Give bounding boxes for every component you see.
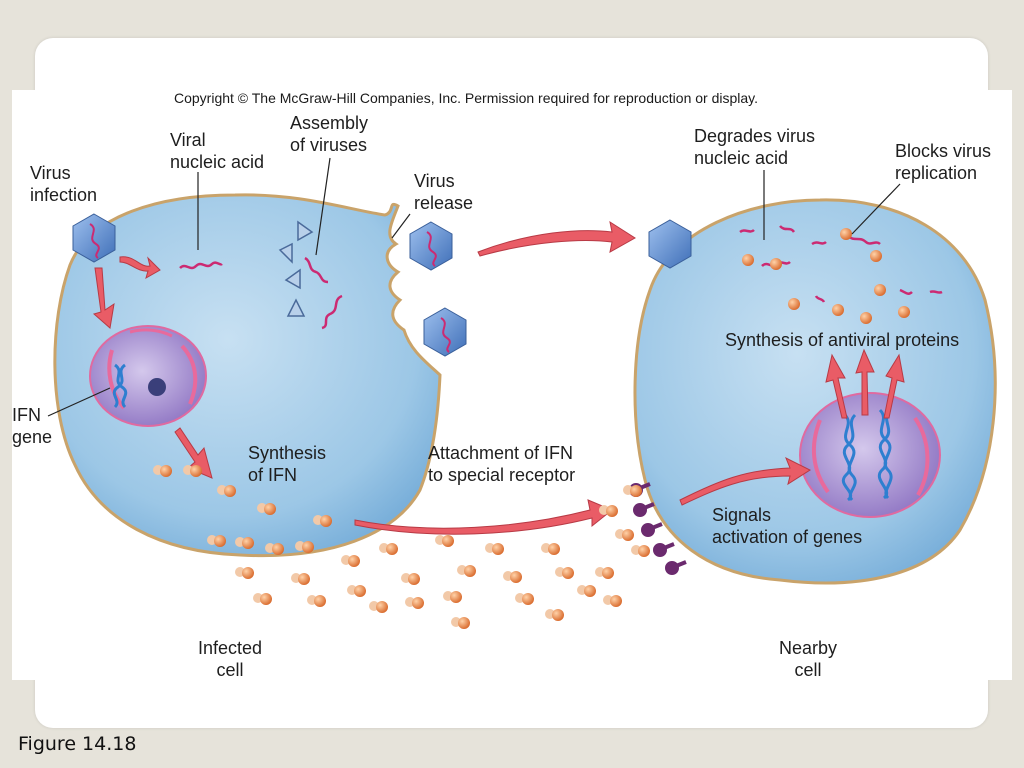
ifn-molecule-icon: [515, 593, 534, 605]
arrow-antiviral-right: [883, 353, 905, 419]
arrow-ifn-to-nearby: [354, 499, 613, 535]
ifn-molecule-icon: [253, 593, 272, 605]
ifn-molecule-icon: [307, 595, 326, 607]
arrow-into-cell: [119, 256, 161, 280]
ifn-molecule-icon: [615, 529, 634, 541]
capsid-assembly-icons: [278, 220, 314, 317]
virus-icon: [72, 213, 116, 263]
arrow-to-nucleus: [92, 267, 115, 329]
figure-caption: Figure 14.18: [18, 733, 137, 755]
ifn-molecule-icon: [313, 515, 332, 527]
ifn-molecule-icon: [457, 565, 476, 577]
ifn-molecule-icon: [435, 535, 454, 547]
nearby-nucleus: [799, 392, 941, 518]
ifn-molecule-icon: [545, 609, 564, 621]
ifn-molecule-icon: [401, 573, 420, 585]
ifn-molecule-icon: [555, 567, 574, 579]
ifn-molecule-icon: [207, 535, 226, 547]
ifn-molecule-icon: [235, 537, 254, 549]
ifn-molecule-icon: [341, 555, 360, 567]
nucleolus-icon: [148, 378, 166, 396]
ifn-molecule-icon: [369, 601, 388, 613]
arrow-antiviral-left: [825, 353, 848, 419]
ifn-gene-dna-icon: [112, 363, 128, 409]
virus-icon: [409, 221, 453, 271]
ifn-molecule-icon: [595, 567, 614, 579]
ifn-molecule-icon: [443, 591, 462, 603]
arrow-virus-to-nearby: [477, 220, 636, 257]
leader-lines: [47, 157, 901, 417]
ifn-molecule-icon: [405, 597, 424, 609]
ifn-molecule-icon: [183, 465, 202, 477]
ifn-molecule-icon: [451, 617, 470, 629]
ifn-molecule-icon: [503, 571, 522, 583]
ifn-molecule-icon: [291, 573, 310, 585]
ifn-molecule-icon: [295, 541, 314, 553]
ifn-molecule-icon: [153, 465, 172, 477]
viral-rna-strands: [179, 225, 943, 330]
ifn-molecule-icon: [623, 485, 642, 497]
copyright-notice: Copyright © The McGraw-Hill Companies, I…: [174, 90, 759, 106]
ifn-molecule-icon: [541, 543, 560, 555]
ifn-molecule-icon: [265, 543, 284, 555]
virus-icon: [648, 219, 692, 269]
label-synthesis-antiviral: Synthesis of antiviral proteins: [725, 330, 960, 350]
ifn-molecule-icon: [347, 585, 366, 597]
ifn-molecule-icon: [603, 595, 622, 607]
ifn-molecule-icon: [599, 505, 618, 517]
virus-icon: [423, 307, 467, 357]
arrow-antiviral-mid: [855, 348, 875, 416]
ifn-molecule-icon: [379, 543, 398, 555]
process-arrows: [92, 220, 905, 535]
ifn-molecule-icon: [485, 543, 504, 555]
ifn-molecule-icon: [235, 567, 254, 579]
infected-nucleus: [89, 325, 207, 427]
virus-particles: [72, 213, 692, 357]
ifn-molecule-icon: [631, 545, 650, 557]
activated-genes-dna-icon: [842, 408, 893, 502]
infected-cell-body: [53, 193, 442, 558]
antiviral-proteins: [742, 228, 910, 324]
arrow-signal: [679, 456, 812, 506]
arrow-synthesis-ifn: [174, 427, 213, 479]
ifn-molecule-icon: [577, 585, 596, 597]
ifn-molecule-icon: [257, 503, 276, 515]
ifn-molecule-icon: [217, 485, 236, 497]
ifn-molecules: [153, 465, 650, 629]
